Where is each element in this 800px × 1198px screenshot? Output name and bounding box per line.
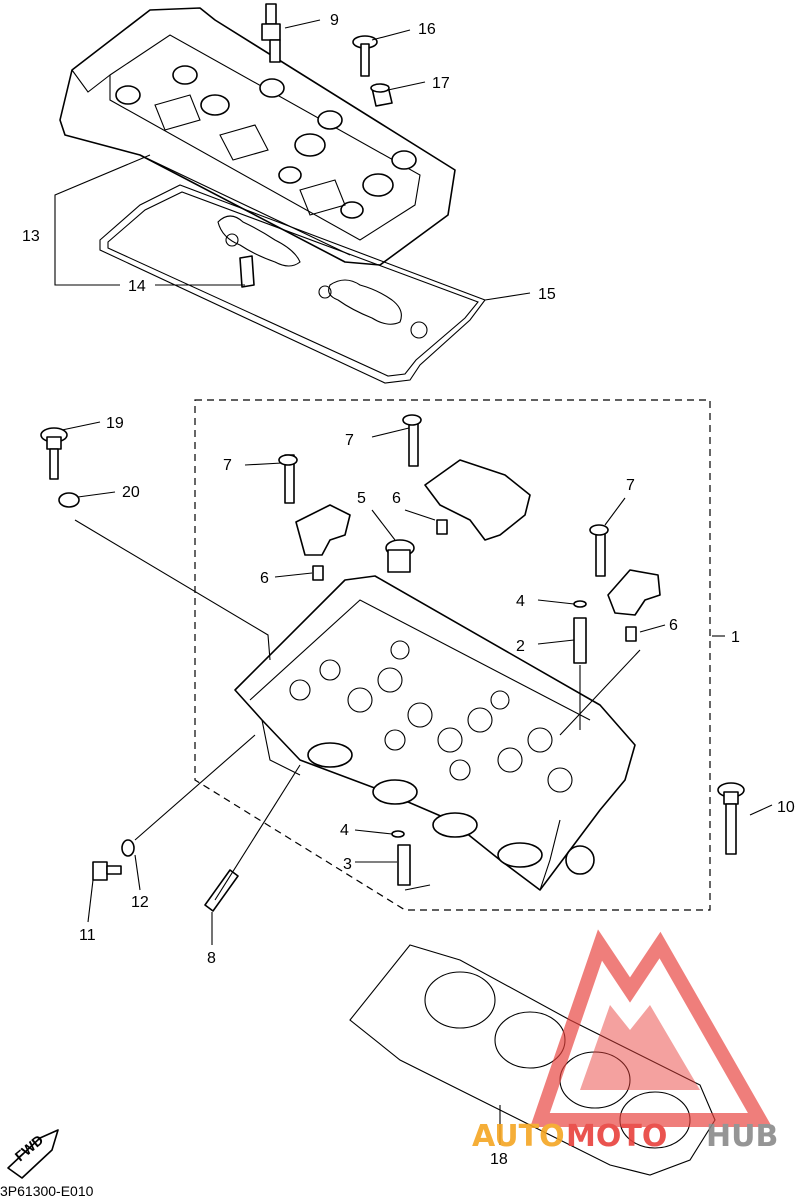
callout-18: 18: [490, 1151, 508, 1168]
plug-hole-gaskets[interactable]: [217, 215, 428, 339]
head-bolt[interactable]: [717, 782, 745, 855]
callout-3: 3: [343, 856, 352, 873]
callout-9: 9: [330, 12, 339, 29]
camshaft-cap[interactable]: [278, 454, 351, 556]
cylinder-head[interactable]: [234, 575, 636, 891]
callout-7c: 7: [626, 477, 635, 494]
callout-17: 17: [432, 75, 450, 92]
dowel-pin[interactable]: [436, 519, 448, 535]
callout-16: 16: [418, 21, 436, 38]
bolt-washer[interactable]: [58, 492, 80, 508]
callout-2: 2: [516, 638, 525, 655]
callout-12: 12: [131, 894, 149, 911]
cover-gasket[interactable]: [99, 184, 486, 384]
callout-13: 13: [22, 228, 40, 245]
circlip[interactable]: [391, 830, 405, 838]
callout-15: 15: [538, 286, 556, 303]
callout-7b: 7: [223, 457, 232, 474]
callout-7a: 7: [345, 432, 354, 449]
camshaft-cap[interactable]: [589, 524, 661, 616]
spark-plug[interactable]: [261, 3, 281, 63]
assembly-boundary: [194, 399, 711, 911]
side-bolt-washer[interactable]: [121, 839, 135, 857]
callout-1: 1: [731, 629, 740, 646]
head-bolt[interactable]: [40, 427, 68, 480]
callout-8: 8: [207, 950, 216, 967]
head-valve-pockets: [289, 640, 573, 793]
dowel-pin[interactable]: [312, 565, 324, 581]
watermark-auto: AUTO: [472, 1119, 565, 1154]
callout-20: 20: [122, 484, 140, 501]
callout-10: 10: [777, 799, 795, 816]
valve-guide[interactable]: [573, 617, 587, 664]
diagram-code: 3P61300-E010: [0, 1183, 94, 1198]
callout-5: 5: [357, 490, 366, 507]
automotohub-watermark-logo: AUTO MOTO HUB: [472, 929, 778, 1154]
callout-6c: 6: [669, 617, 678, 634]
side-bolt[interactable]: [92, 861, 122, 881]
watermark-hub: HUB: [706, 1119, 778, 1154]
callout-6a: 6: [392, 490, 401, 507]
callout-19: 19: [106, 415, 124, 432]
watermark-moto: MOTO: [566, 1119, 667, 1154]
cylinder-head-cover[interactable]: [59, 7, 456, 266]
cover-bolt[interactable]: [352, 35, 378, 77]
cover-spark-plug-wells: [115, 65, 417, 219]
camshaft-cap[interactable]: [402, 414, 531, 541]
callout-14: 14: [128, 278, 146, 295]
cover-bolt-grommet[interactable]: [370, 83, 393, 107]
leader-lines: [54, 19, 773, 1145]
callout-6b: 6: [260, 570, 269, 587]
callout-4b: 4: [340, 822, 349, 839]
circlip[interactable]: [573, 600, 587, 608]
forward-arrow-icon: FWD: [7, 1129, 59, 1179]
dowel-pin[interactable]: [625, 626, 637, 642]
head-intake-ports: [307, 742, 595, 875]
valve-guide[interactable]: [397, 844, 411, 886]
callout-4a: 4: [516, 593, 525, 610]
plug-seal[interactable]: [385, 539, 415, 573]
callout-11: 11: [79, 927, 96, 944]
callout-labels: 9 16 17 13 14 15 19 20 7 7 7 5 6 6 4 2 6…: [22, 12, 795, 1168]
